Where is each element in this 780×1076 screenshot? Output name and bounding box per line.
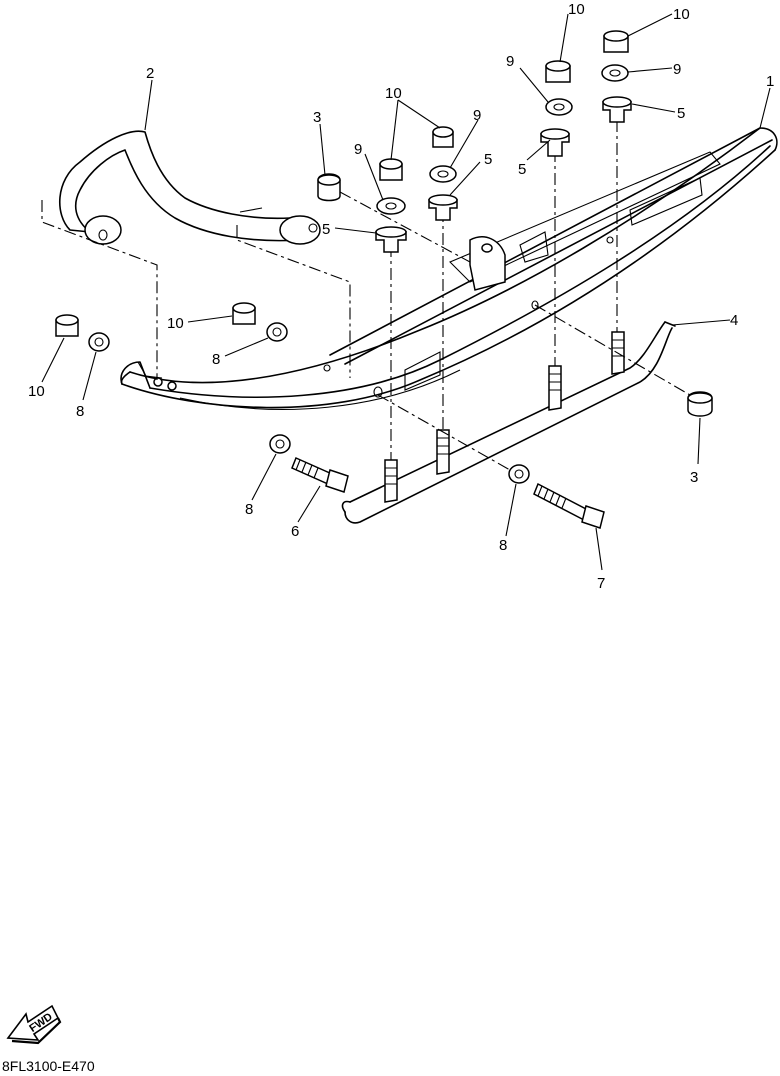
- ski-body: [120, 127, 778, 410]
- washer-9-a: [376, 197, 406, 215]
- ski-handle: [59, 130, 321, 245]
- callout-10: 10: [568, 1, 585, 18]
- collar-5-a: [375, 226, 407, 253]
- wear-bar: [341, 321, 676, 524]
- callout-10: 10: [167, 315, 184, 332]
- collar-5-c: [540, 128, 570, 157]
- callout-numbers: 1 2 3 3 4 5 5 5 5 6 7 8 8 8 8 9 9 9 9 10…: [28, 1, 774, 592]
- callout-10: 10: [28, 383, 45, 400]
- washer-8-a: [266, 322, 288, 342]
- nut-10-c: [545, 60, 571, 83]
- nut-10-f: [55, 314, 79, 337]
- callout-8: 8: [245, 501, 253, 518]
- callout-9: 9: [473, 107, 481, 124]
- callout-10: 10: [673, 6, 690, 23]
- callout-8: 8: [212, 351, 220, 368]
- washer-9-b: [429, 165, 457, 183]
- callout-9: 9: [673, 61, 681, 78]
- leader-lines: [41, 13, 771, 571]
- washer-8-c: [269, 434, 291, 454]
- callout-3: 3: [690, 469, 698, 486]
- callout-7: 7: [597, 575, 605, 592]
- washer-9-d: [601, 64, 629, 82]
- hardware: [55, 30, 713, 529]
- callout-3: 3: [313, 109, 321, 126]
- callout-5: 5: [677, 105, 685, 122]
- callout-8: 8: [76, 403, 84, 420]
- fwd-arrow-icon: FWD: [6, 1004, 62, 1045]
- callout-1: 1: [766, 73, 774, 90]
- callout-2: 2: [146, 65, 154, 82]
- callout-9: 9: [354, 141, 362, 158]
- callout-5: 5: [322, 221, 330, 238]
- nut-10-a: [379, 158, 403, 181]
- washer-9-c: [545, 98, 573, 116]
- collar-5-b: [428, 194, 458, 221]
- bolt-6: [291, 456, 349, 493]
- bushing-3-left: [317, 173, 341, 202]
- washer-8-b: [88, 332, 110, 352]
- callout-5: 5: [484, 151, 492, 168]
- collar-5-d: [602, 96, 632, 123]
- callout-6: 6: [291, 523, 299, 540]
- nut-10-d: [603, 30, 629, 53]
- callout-10: 10: [385, 85, 402, 102]
- callout-8: 8: [499, 537, 507, 554]
- bushing-3-right: [687, 391, 713, 417]
- callout-9: 9: [506, 53, 514, 70]
- callout-5: 5: [518, 161, 526, 178]
- nut-10-e: [232, 302, 256, 325]
- assembly-lines: [41, 120, 691, 471]
- drawing-code: 8FL3100-E470: [2, 1058, 95, 1074]
- callout-4: 4: [730, 312, 738, 329]
- washer-8-d: [508, 464, 530, 484]
- nut-10-b: [432, 126, 454, 148]
- bolt-7: [533, 482, 605, 529]
